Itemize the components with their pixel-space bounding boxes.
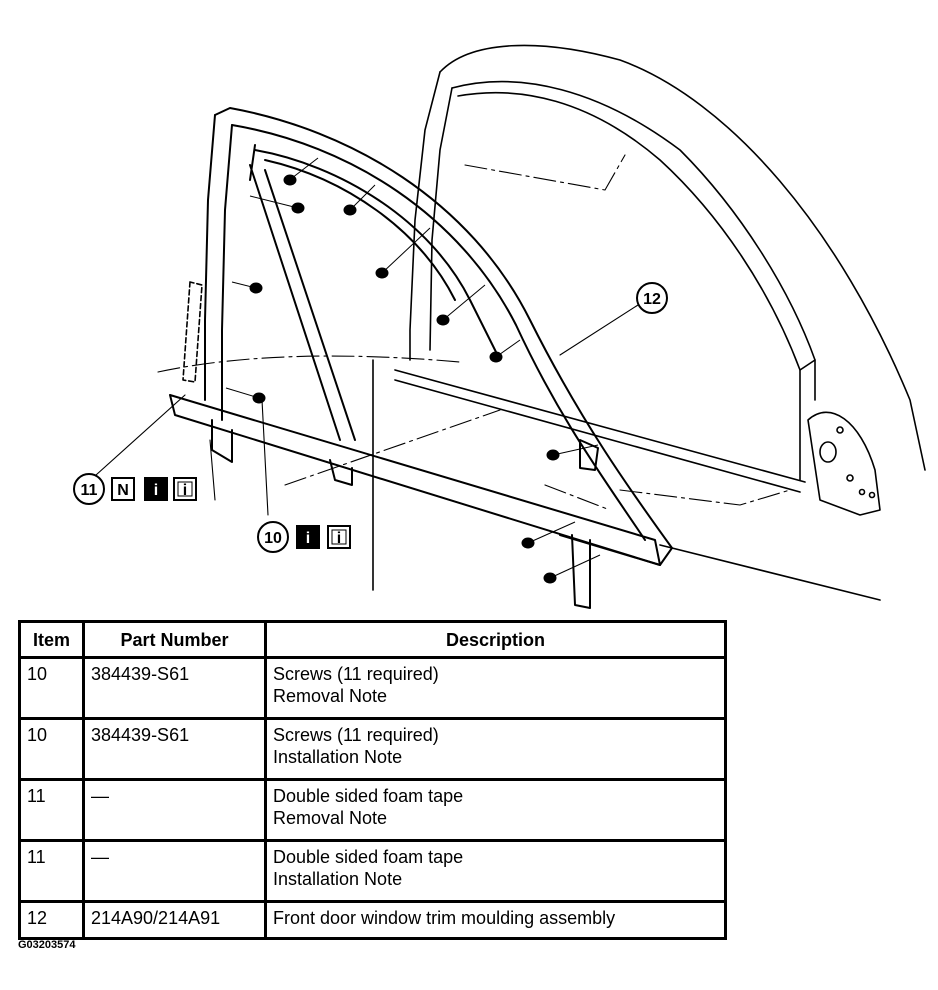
item-cell: 12 <box>18 900 85 940</box>
window-trim-moulding <box>169 107 673 609</box>
part-number-cell: — <box>82 839 267 903</box>
table-row: 12 214A90/214A91 Front door window trim … <box>18 900 727 940</box>
column-header-part-number: Part Number <box>82 620 267 659</box>
column-header-description: Description <box>264 620 727 659</box>
description-text: Front door window trim moulding assembly <box>273 908 616 928</box>
part-number-cell: — <box>82 778 267 842</box>
removal-note-link[interactable]: Removal Note <box>273 808 388 828</box>
callout-10-label: 10 <box>264 530 282 547</box>
item-cell: 11 <box>18 778 85 842</box>
part-number-cell: 214A90/214A91 <box>82 900 267 940</box>
description-text: Double sided foam tape <box>273 847 464 867</box>
screw-icon <box>436 284 486 326</box>
removal-note-link[interactable]: Removal Note <box>273 686 388 706</box>
installation-note-link[interactable]: Installation Note <box>273 747 403 767</box>
callout-11-label: 11 <box>81 482 98 499</box>
item-cell: 10 <box>18 656 85 720</box>
figure-code: G03203574 <box>18 939 76 951</box>
screws <box>225 157 601 584</box>
svg-text:i: i <box>337 530 341 547</box>
svg-text:i: i <box>154 482 158 499</box>
description-text: Screws (11 required) <box>273 664 439 684</box>
description-text: Screws (11 required) <box>273 725 439 745</box>
description-text: Double sided foam tape <box>273 786 464 806</box>
removal-info-icon: i <box>296 525 320 549</box>
new-part-badge: N <box>111 477 135 501</box>
leader-lines <box>95 304 639 516</box>
screw-icon <box>489 339 521 363</box>
removal-info-icon: i <box>144 477 168 501</box>
screw-icon <box>375 227 431 279</box>
screw-icon <box>543 554 601 584</box>
svg-text:i: i <box>183 482 187 499</box>
alignment-lines <box>157 154 791 511</box>
description-cell: Front door window trim moulding assembly <box>264 900 727 940</box>
screw-icon <box>231 281 263 294</box>
screw-icon <box>343 184 376 216</box>
screw-icon <box>283 157 319 186</box>
description-cell: Double sided foam tape Installation Note <box>264 839 727 903</box>
screw-icon <box>546 444 599 461</box>
door-trim-exploded-diagram: 11 N i i 10 i i 12 <box>73 44 926 609</box>
screw-icon <box>225 387 266 404</box>
table-row: 11 — Double sided foam tape Removal Note <box>18 778 727 842</box>
callout-12: 12 <box>636 282 668 314</box>
description-cell: Double sided foam tape Removal Note <box>264 778 727 842</box>
svg-text:N: N <box>117 482 129 499</box>
door-body <box>372 44 926 601</box>
installation-info-icon: i <box>327 525 351 549</box>
item-cell: 11 <box>18 839 85 903</box>
screw-icon <box>521 521 576 549</box>
svg-text:i: i <box>306 530 310 547</box>
table-header-row: Item Part Number Description <box>18 620 727 659</box>
foam-tape <box>182 281 203 383</box>
table-row: 11 — Double sided foam tape Installation… <box>18 839 727 903</box>
table-row: 10 384439-S61 Screws (11 required) Remov… <box>18 656 727 720</box>
column-header-item: Item <box>18 620 85 659</box>
screw-icon <box>249 195 305 214</box>
description-cell: Screws (11 required) Removal Note <box>264 656 727 720</box>
installation-info-icon: i <box>173 477 197 501</box>
callout-11: 11 N i i <box>73 473 197 505</box>
callout-10: 10 i i <box>257 521 351 553</box>
item-cell: 10 <box>18 717 85 781</box>
description-cell: Screws (11 required) Installation Note <box>264 717 727 781</box>
parts-table: Item Part Number Description 10 384439-S… <box>18 620 727 940</box>
part-number-cell: 384439-S61 <box>82 656 267 720</box>
part-number-cell: 384439-S61 <box>82 717 267 781</box>
installation-note-link[interactable]: Installation Note <box>273 869 403 889</box>
table-row: 10 384439-S61 Screws (11 required) Insta… <box>18 717 727 781</box>
callout-12-label: 12 <box>643 291 661 308</box>
